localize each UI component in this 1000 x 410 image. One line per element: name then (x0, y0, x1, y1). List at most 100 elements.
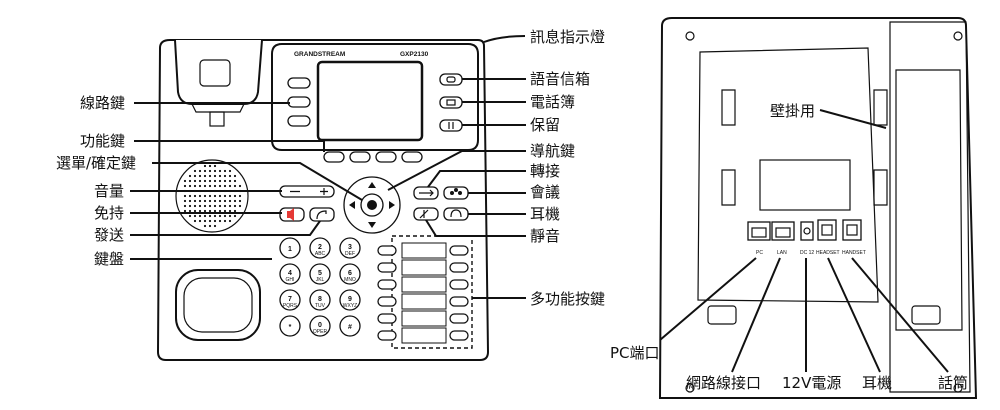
grill-hole (213, 224, 217, 228)
keypad-key-shape[interactable] (279, 315, 301, 337)
grill-hole (233, 204, 237, 208)
keypad-key-shape[interactable] (339, 237, 361, 259)
navigation-cluster (343, 176, 401, 234)
screw-icon (685, 383, 695, 393)
grill-hole (193, 179, 197, 183)
grill-hole (238, 194, 242, 198)
mpk-left-key[interactable] (377, 279, 397, 290)
mpk-right-key[interactable] (449, 262, 469, 273)
send-key[interactable] (309, 207, 335, 222)
line-key-1[interactable] (287, 77, 311, 89)
grill-hole (208, 164, 212, 168)
grill-hole (188, 209, 192, 213)
grill-hole (228, 219, 232, 223)
soft-key-4[interactable] (401, 151, 423, 163)
keypad-key-shape[interactable] (309, 289, 331, 311)
mpk-left-key[interactable] (377, 296, 397, 307)
line-key-2[interactable] (287, 96, 311, 108)
mpk-right-key[interactable] (449, 296, 469, 307)
keypad-digit: 2 (318, 244, 322, 251)
rubber-foot (707, 305, 737, 325)
mpk-left-key[interactable] (377, 262, 397, 273)
grill-hole (218, 184, 222, 188)
mpk-right-key[interactable] (449, 330, 469, 341)
soft-key-2[interactable] (349, 151, 371, 163)
rubber-foot (911, 305, 941, 325)
keypad-key-12[interactable]: # (339, 315, 361, 337)
grill-hole (208, 179, 212, 183)
keypad-letters: MNO (344, 277, 356, 283)
keypad-letters: OPER (313, 329, 328, 335)
grill-hole (223, 204, 227, 208)
port-text-pc: PC (756, 250, 763, 256)
line-key-3[interactable] (287, 115, 311, 127)
keypad-key-shape[interactable] (339, 315, 361, 337)
mpk-label-strip (401, 242, 447, 259)
keypad-key-shape[interactable] (279, 289, 301, 311)
keypad-key-1[interactable]: 1 (279, 237, 301, 259)
mpk-left-key[interactable] (377, 313, 397, 324)
port-text-dc: DC 12 (800, 250, 814, 256)
mpk-right-key[interactable] (449, 245, 469, 256)
grill-hole (213, 174, 217, 178)
mpk-right-key[interactable] (449, 279, 469, 290)
voicemail-key[interactable] (439, 73, 463, 86)
screw-icon (953, 383, 963, 393)
hold-key[interactable] (439, 119, 463, 132)
grill-hole (198, 184, 202, 188)
keypad-key-shape[interactable] (279, 263, 301, 285)
grill-hole (213, 209, 217, 213)
keypad-key-shape[interactable] (339, 289, 361, 311)
label-send: 發送 (94, 226, 124, 244)
speaker-grill (175, 159, 249, 233)
label-power: 12V電源 (782, 374, 841, 392)
keypad-key-shape[interactable] (279, 237, 301, 259)
label-lan-port: 網路線接口 (686, 374, 761, 392)
handset-port (842, 219, 862, 241)
grill-hole (188, 214, 192, 218)
grill-hole (183, 194, 187, 198)
grill-hole (188, 174, 192, 178)
grill-hole (213, 199, 217, 203)
grill-hole (198, 179, 202, 183)
label-transfer: 轉接 (530, 162, 560, 180)
mute-key[interactable] (413, 207, 439, 221)
label-multi-function: 多功能按鍵 (530, 290, 605, 308)
mpk-left-key[interactable] (377, 245, 397, 256)
label-keypad: 鍵盤 (94, 250, 124, 268)
keypad-key-10[interactable]: * (279, 315, 301, 337)
mpk-left-key[interactable] (377, 330, 397, 341)
headset-port (817, 219, 837, 241)
grill-hole (193, 169, 197, 173)
grill-hole (213, 169, 217, 173)
keypad-key-shape[interactable] (309, 315, 331, 337)
grill-hole (203, 169, 207, 173)
mpk-right-key[interactable] (449, 313, 469, 324)
soft-key-1[interactable] (323, 151, 345, 163)
grill-hole (218, 204, 222, 208)
grill-hole (213, 219, 217, 223)
keypad-key-shape[interactable] (309, 237, 331, 259)
wall-mount-slot-2 (721, 169, 736, 206)
back-phone-body (658, 17, 978, 399)
grill-hole (213, 194, 217, 198)
soft-key-3[interactable] (375, 151, 397, 163)
keypad-digit: 7 (288, 296, 292, 303)
keypad-key-shape[interactable] (339, 263, 361, 285)
phonebook-key[interactable] (439, 96, 463, 109)
wall-mount-slot-1 (721, 89, 736, 126)
arrow-up-icon (368, 182, 376, 188)
keypad-key-shape[interactable] (309, 263, 331, 285)
mpk-label-strip (401, 259, 447, 276)
label-voicemail: 語音信箱 (530, 70, 590, 88)
